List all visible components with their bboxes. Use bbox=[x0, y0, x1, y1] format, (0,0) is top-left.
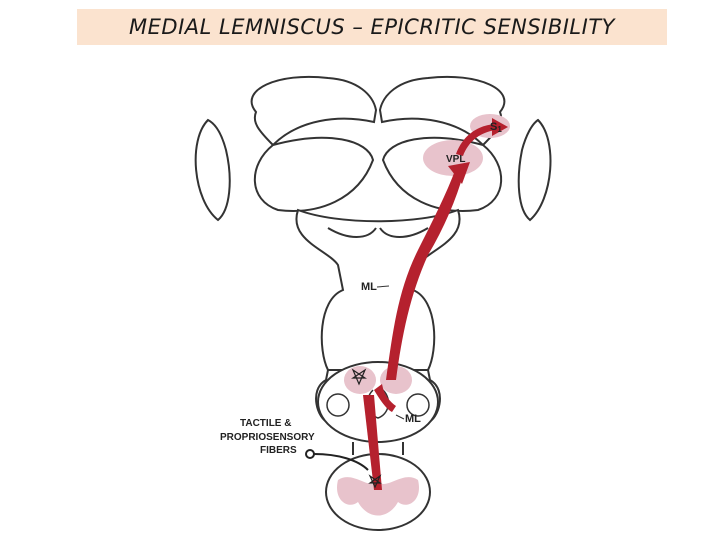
label-ml-upper: ML bbox=[361, 281, 377, 293]
ml-lower-leader bbox=[395, 414, 405, 420]
title-banner: MEDIAL LEMNISCUS – EPICRITIC SENSIBILITY bbox=[77, 9, 667, 45]
fiber-entry bbox=[305, 368, 382, 489]
label-fibers-line3: FIBERS bbox=[260, 445, 297, 456]
page-title: MEDIAL LEMNISCUS – EPICRITIC SENSIBILITY bbox=[129, 15, 615, 39]
brainstem-diagram: S1 VPL ML ML TACTILE & PROPRIOSENSORY FI… bbox=[178, 50, 578, 538]
label-s1: S1 bbox=[490, 121, 502, 134]
label-fibers-line2: PROPRIOSENSORY bbox=[220, 432, 315, 443]
label-ml-lower: ML bbox=[405, 413, 421, 425]
medial-lemniscus-pathway bbox=[363, 118, 508, 490]
ml-upper-leader bbox=[376, 285, 390, 288]
label-vpl: VPL bbox=[446, 154, 465, 165]
label-fibers-line1: TACTILE & bbox=[240, 418, 291, 429]
